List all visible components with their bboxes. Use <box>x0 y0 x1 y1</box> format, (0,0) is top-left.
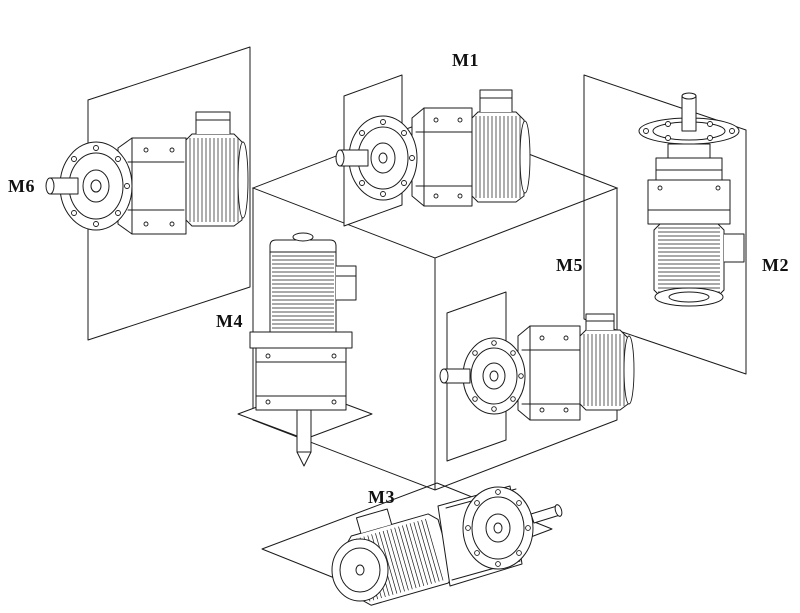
fan-cover-m6 <box>237 141 249 219</box>
motor-body-m6 <box>185 111 249 227</box>
terminal-box-m6 <box>195 111 231 134</box>
gear-housing-m5 <box>517 325 581 421</box>
gear-housing-m1 <box>411 107 473 207</box>
terminal-box-m4 <box>336 265 357 301</box>
position-label-m4: M4 <box>216 311 243 331</box>
fan-cover-m1 <box>519 120 531 194</box>
gearmotor-m4 <box>237 232 373 467</box>
motor-body-m2 <box>653 223 745 307</box>
position-label-m5: M5 <box>556 255 583 275</box>
terminal-box-m3 <box>355 508 393 534</box>
gearmotor-m6 <box>45 111 249 235</box>
output-shaft-m6 <box>45 177 79 195</box>
cube-wireframe <box>251 117 619 491</box>
output-shaft-m2 <box>681 92 697 132</box>
output-flange-m5 <box>462 337 526 415</box>
motor-cap-m4 <box>269 239 337 253</box>
fan-cover-m3 <box>331 538 389 602</box>
gearmotor-m3 <box>331 485 563 606</box>
gearmotor-m1 <box>335 89 531 207</box>
terminal-box-m2 <box>724 233 745 263</box>
position-label-m3: M3 <box>368 487 395 507</box>
gearmotor-m5 <box>439 313 635 421</box>
output-flange-m3 <box>462 486 534 570</box>
motor-body-m5 <box>579 313 635 411</box>
fan-cover-m2 <box>654 287 724 307</box>
position-label-m2: M2 <box>762 255 789 275</box>
output-shaft-m1 <box>335 149 369 167</box>
output-shaft-m3 <box>530 504 563 524</box>
position-label-m1: M1 <box>452 50 479 70</box>
output-shaft-m4 <box>296 409 312 467</box>
position-label-m6: M6 <box>8 176 35 196</box>
terminal-box-m5 <box>585 313 615 330</box>
motor-body-m4 <box>269 232 357 333</box>
output-shaft-m5 <box>439 368 471 384</box>
gear-housing-m4 <box>249 331 353 411</box>
gear-housing-m2 <box>647 143 731 225</box>
output-flange-m1 <box>348 115 418 201</box>
motor-body-m1 <box>471 89 531 203</box>
terminal-box-m1 <box>479 89 513 112</box>
fan-cover-m5 <box>623 335 635 405</box>
gearmotor-m2 <box>638 92 745 307</box>
